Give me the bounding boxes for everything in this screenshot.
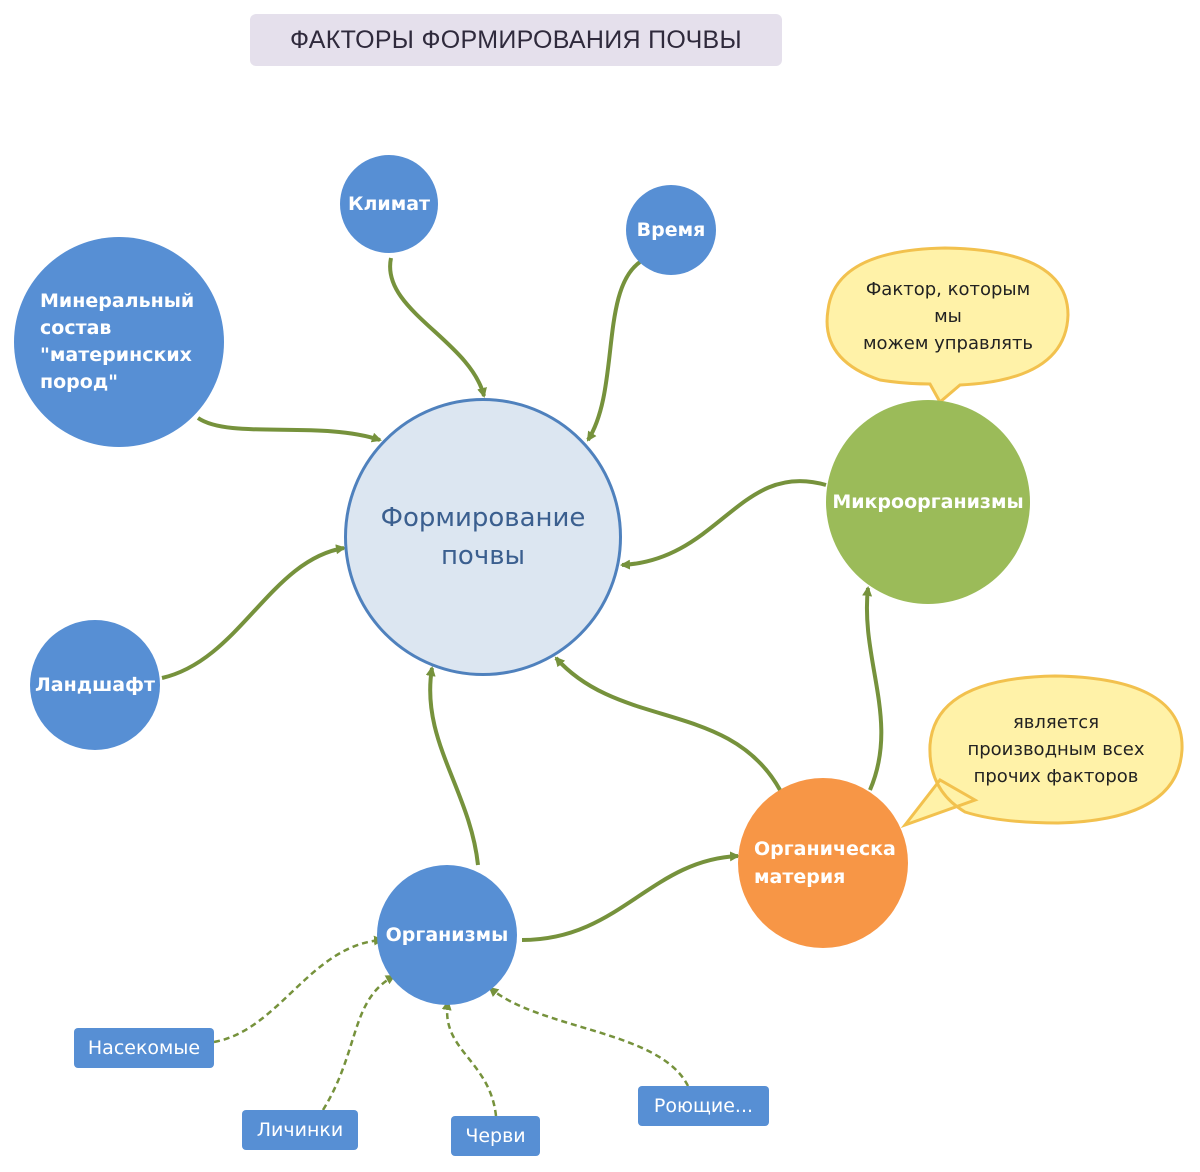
- node-mineral-composition: Минеральный состав "материнских пород": [14, 237, 224, 447]
- node-insects: Насекомые: [74, 1028, 214, 1068]
- arrow-worms-to-organisms: [441, 1000, 498, 1117]
- node-time: Время: [626, 185, 716, 275]
- node-soil-formation: Формирование почвы: [344, 398, 622, 676]
- node-organisms: Организмы: [377, 865, 517, 1005]
- arrow-larvae-to-organisms: [321, 974, 396, 1111]
- arrow-time-to-center: [586, 260, 642, 442]
- arrow-landscape-to-center: [161, 544, 346, 680]
- arrow-insects-to-organisms: [213, 935, 384, 1044]
- node-organic-matter: Органическа материя: [738, 778, 908, 948]
- node-worms: Черви: [451, 1116, 540, 1156]
- arrow-climate-to-center: [388, 257, 487, 398]
- node-microorganisms: Микроорганизмы: [826, 400, 1030, 604]
- callout-text-organic: является производным всех прочих факторо…: [967, 712, 1145, 787]
- node-burrowing: Роющие...: [638, 1086, 769, 1126]
- node-larvae: Личинки: [242, 1110, 358, 1150]
- callout-bubble-organic: [900, 674, 1184, 829]
- node-climate: Климат: [340, 155, 438, 253]
- arrow-organisms-to-organic: [521, 851, 740, 942]
- arrow-mineral-to-center: [196, 416, 382, 443]
- callout-bubble-microorganisms: [825, 246, 1070, 405]
- arrow-microorganisms-to-center: [620, 479, 827, 570]
- node-landscape: Ландшафт: [30, 620, 160, 750]
- arrow-organic-to-microorganisms: [862, 586, 884, 791]
- arrow-organisms-to-center: [425, 666, 480, 866]
- page-title: ФАКТОРЫ ФОРМИРОВАНИЯ ПОЧВЫ: [250, 14, 782, 66]
- arrow-organic-to-center: [554, 656, 782, 791]
- callout-text-microorganisms: Фактор, которым мы можем управлять: [862, 279, 1034, 354]
- arrow-burrowing-to-organisms: [488, 986, 690, 1087]
